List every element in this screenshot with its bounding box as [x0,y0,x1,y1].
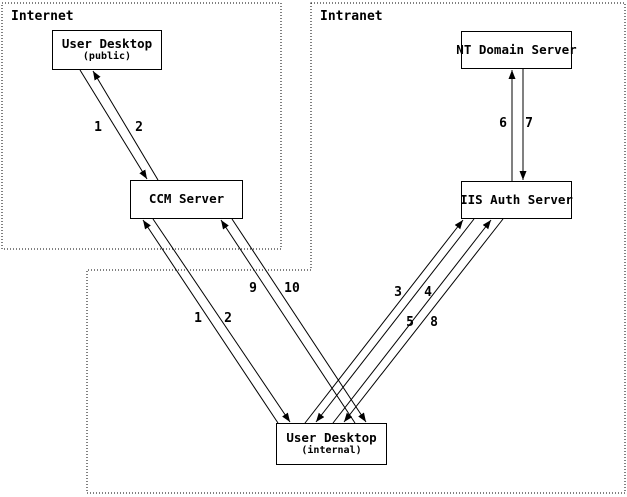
arrow-user-desktop-internal-to-iis-auth-server [332,219,492,424]
node-iis-auth-server: IIS Auth Server [460,181,573,219]
region-label-internet: Internet [11,9,74,24]
arrow-user-desktop-internal-to-ccm-server [220,219,356,424]
node-label: IIS Auth Server [460,191,573,207]
node-ccm-server: CCM Server [130,180,243,219]
arrow-user-desktop-internal-to-ccm-server [142,219,279,424]
node-sublabel: (public) [82,51,132,63]
node-label: NT Domain Server [456,41,577,57]
arrow-number-label: 7 [525,116,533,131]
arrow-number-label: 6 [499,116,507,131]
arrow-ccm-server-to-user-desktop-internal [152,218,291,423]
arrow-iis-auth-server-to-user-desktop-internal [343,218,504,423]
node-label: User Desktop [61,36,153,52]
arrow-number-label: 3 [394,285,402,300]
arrow-number-label: 8 [430,315,438,330]
arrow-layer [79,69,527,424]
arrow-number-label: 1 [94,120,102,135]
arrow-number-label: 5 [406,315,414,330]
arrow-number-label: 2 [135,120,143,135]
arrow-number-layer: 1 2 6 7 1 2 9 10 3 45 8 [94,116,533,330]
node-sublabel: (internal) [301,445,362,457]
arrow-user-desktop-public-to-ccm-server [79,69,148,180]
arrow-number-label: 10 [284,281,300,296]
arrow-user-desktop-internal-to-iis-auth-server [304,219,464,424]
node-label: User Desktop [286,430,377,446]
region-outline-intranet [86,2,626,494]
arrow-number-label: 1 [194,311,202,326]
node-user-desktop-public: User Desktop (public) [52,30,162,70]
arrow-iis-auth-server-to-user-desktop-internal [315,218,475,423]
node-user-desktop-internal: User Desktop (internal) [276,423,387,465]
arrow-ccm-server-to-user-desktop-public [92,70,159,181]
node-nt-domain-server: NT Domain Server [456,31,577,69]
region-outline-internet [1,2,282,250]
arrow-number-label: 2 [224,311,232,326]
arrow-ccm-server-to-user-desktop-internal [231,218,367,423]
region-label-intranet: Intranet [320,9,383,24]
arrow-number-label: 4 [424,285,432,300]
node-label: CCM Server [148,191,225,207]
arrow-number-label: 9 [249,281,257,296]
